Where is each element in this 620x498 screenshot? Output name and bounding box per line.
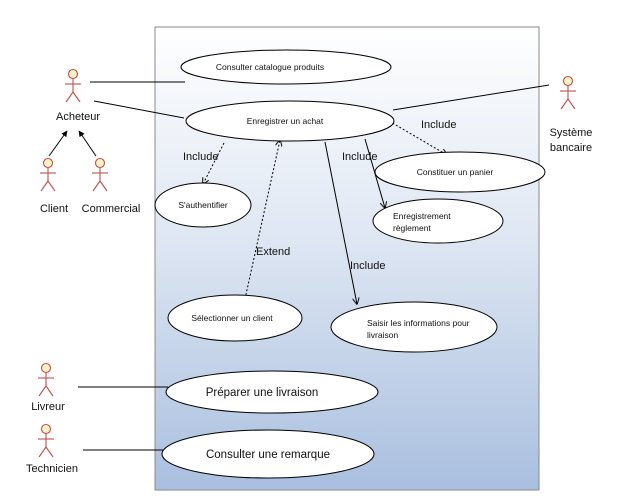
- assoc-systeme-achat: [392, 84, 550, 111]
- label-include-auth: Include: [183, 151, 218, 163]
- label-consulter-remarque: Consulter une remarque: [206, 449, 330, 461]
- use-case-constituer-panier[interactable]: [374, 151, 546, 193]
- system-boundary: [154, 26, 540, 491]
- label-saisir-infos-line1: Saisir les informations pour: [367, 318, 470, 328]
- label-extend-client: Extend: [256, 246, 290, 258]
- use-case-enregistrer-achat[interactable]: [185, 100, 395, 142]
- label-constituer-panier: Constituer un panier: [417, 167, 494, 177]
- assoc-acheteur-achat: [93, 100, 185, 119]
- label-reglement-line2: règlement: [393, 223, 431, 233]
- label-include-reglement: Include: [342, 151, 377, 163]
- actor-livreur: [38, 362, 54, 397]
- generalization-client: [48, 130, 68, 157]
- label-livreur: Livreur: [31, 401, 65, 413]
- actor-commercial: [92, 157, 108, 192]
- include-livraison-line: [324, 141, 357, 304]
- label-commercial: Commercial: [82, 203, 141, 215]
- use-case-enregistrement-reglement[interactable]: [372, 198, 504, 244]
- actor-technicien: [38, 423, 54, 458]
- use-case-consulter-catalogue[interactable]: [180, 49, 392, 85]
- include-panier-line: [388, 120, 447, 155]
- label-acheteur: Acheteur: [56, 111, 100, 123]
- associations: [78, 81, 550, 451]
- label-enregistrer-achat: Enregistrer un achat: [247, 116, 324, 126]
- actor-systeme-bancaire: [560, 75, 576, 110]
- label-systeme-line2: bancaire: [550, 142, 592, 154]
- extend-client-line: [244, 140, 280, 300]
- actor-acheteur: [65, 68, 81, 103]
- label-selectionner-client: Sélectionner un client: [191, 313, 273, 323]
- label-consulter-catalogue: Consulter catalogue produits: [216, 62, 324, 72]
- label-saisir-infos-line2: livraison: [367, 330, 398, 340]
- generalization-commercial: [78, 130, 97, 157]
- label-preparer-livraison: Préparer une livraison: [206, 387, 319, 399]
- label-reglement-line1: Enregistrement: [393, 211, 451, 221]
- use-case-selectionner-client[interactable]: [167, 294, 303, 342]
- label-systeme-line1: Système: [550, 127, 593, 139]
- use-case-preparer-livraison[interactable]: [165, 370, 379, 414]
- label-include-livraison: Include: [350, 260, 385, 272]
- label-authentifier: S'authentifier: [178, 200, 228, 210]
- use-case-authentifier[interactable]: [154, 182, 252, 228]
- use-case-saisir-infos[interactable]: [330, 301, 498, 353]
- actor-client: [40, 157, 56, 192]
- label-include-panier: Include: [421, 119, 456, 131]
- use-case-consulter-remarque[interactable]: [161, 429, 375, 479]
- label-technicien: Technicien: [26, 463, 78, 475]
- label-client: Client: [40, 203, 68, 215]
